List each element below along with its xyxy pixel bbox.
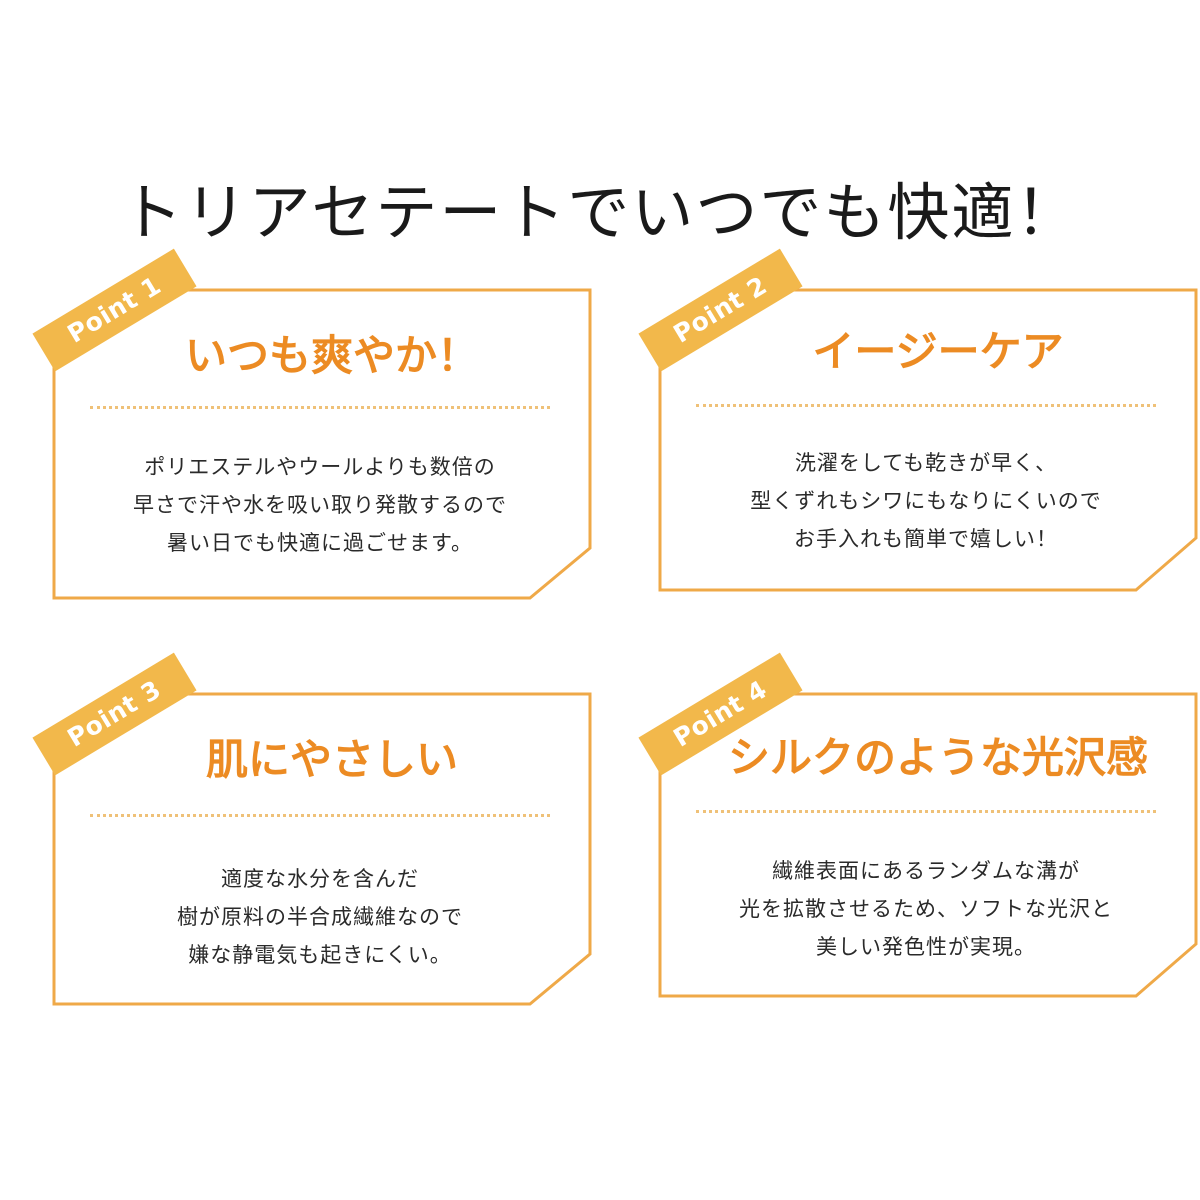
card-frame — [658, 692, 1198, 998]
card-frame — [52, 692, 592, 1006]
description-line: 型くずれもシワにもなりにくいので — [750, 489, 1102, 513]
point-heading: イージーケア — [812, 327, 1064, 376]
description-line: ポリエステルやウールよりも数倍の — [144, 455, 496, 479]
card-frame — [52, 288, 592, 600]
point-description: 繊維表面にあるランダムな溝が 光を拡散させるため、ソフトな光沢と 美しい発色性が… — [646, 852, 1200, 966]
point-card-2: Point 2 イージーケア 洗濯をしても乾きが早く、 型くずれもシワにもなりに… — [638, 248, 1200, 608]
point-card-4: Point 4 シルクのような光沢感 繊維表面にあるランダムな溝が 光を拡散させ… — [638, 652, 1200, 1012]
point-card-1: Point 1 いつも爽やか！ ポリエステルやウールよりも数倍の 早さで汗や水を… — [32, 248, 632, 608]
point-heading: シルクのような光沢感 — [727, 733, 1148, 782]
point-description: 洗濯をしても乾きが早く、 型くずれもシワにもなりにくいので お手入れも簡単で嬉し… — [646, 444, 1200, 558]
card-frame — [658, 288, 1198, 592]
description-line: 早さで汗や水を吸い取り発散するので — [133, 493, 507, 517]
description-line: 洗濯をしても乾きが早く、 — [794, 451, 1058, 475]
dotted-divider — [696, 404, 1156, 407]
dotted-divider — [696, 810, 1156, 813]
description-line: 美しい発色性が実現。 — [816, 935, 1036, 959]
description-line: 繊維表面にあるランダムな溝が — [772, 859, 1080, 883]
point-card-3: Point 3 肌にやさしい 適度な水分を含んだ 樹が原料の半合成繊維なので 嫌… — [32, 652, 632, 1012]
description-line: 光を拡散させるため、ソフトな光沢と — [739, 897, 1113, 921]
description-line: 嫌な静電気も起きにくい。 — [188, 943, 452, 967]
dotted-divider — [90, 814, 550, 817]
point-heading: いつも爽やか！ — [184, 331, 479, 380]
description-line: 樹が原料の半合成繊維なので — [177, 905, 463, 929]
point-description: 適度な水分を含んだ 樹が原料の半合成繊維なので 嫌な静電気も起きにくい。 — [40, 860, 600, 974]
description-line: 暑い日でも快適に過ごせます。 — [167, 531, 473, 555]
page-title: トリアセテートでいつでも快適！ — [120, 176, 1080, 249]
point-description: ポリエステルやウールよりも数倍の 早さで汗や水を吸い取り発散するので 暑い日でも… — [40, 448, 600, 562]
point-heading: 肌にやさしい — [205, 735, 458, 784]
description-line: お手入れも簡単で嬉しい！ — [794, 527, 1058, 551]
description-line: 適度な水分を含んだ — [221, 867, 419, 891]
dotted-divider — [90, 406, 550, 409]
